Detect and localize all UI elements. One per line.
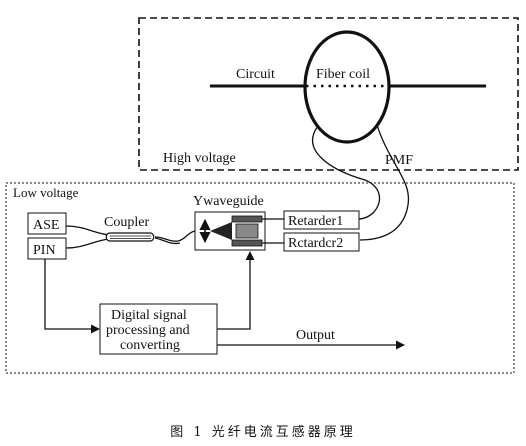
- ywaveguide-modulator-core: [235, 223, 259, 239]
- coupler-out-fiber-2: [154, 237, 181, 245]
- fiber-coil-label: Fiber coil: [316, 67, 370, 82]
- coupler-body: [105, 232, 155, 242]
- pmf-fiber-outer: [359, 124, 410, 241]
- pin-to-dsp-arrow: [44, 259, 100, 334]
- figure-caption: 图 1 光纤电流互感器原理: [170, 424, 356, 440]
- high-voltage-region: [138, 17, 519, 171]
- ywaveguide-branch: [210, 222, 232, 240]
- pmf-label: PMF: [385, 153, 413, 168]
- pin-to-coupler-fiber: [65, 238, 111, 249]
- dsp-label-line3: converting: [120, 338, 180, 353]
- pmf-fiber-inner: [312, 125, 381, 220]
- retarder1-box: [283, 210, 360, 230]
- low-voltage-label: Low voltage: [13, 185, 79, 200]
- output-label: Output: [296, 328, 335, 343]
- ywaveguide-modulator-bottom: [231, 239, 263, 247]
- retarder2-box: [283, 232, 360, 252]
- retarder2-label: Rctardcr2: [288, 236, 343, 251]
- dsp-label-line2: processing and: [106, 323, 190, 338]
- coupler-label: Coupler: [104, 215, 149, 230]
- ase-label: ASE: [33, 218, 59, 233]
- coupler-out-fiber: [154, 230, 196, 242]
- high-voltage-label: High voltage: [163, 151, 236, 166]
- ywaveguide-label: Ywaveguide: [193, 194, 264, 209]
- circuit-label: Circuit: [236, 67, 275, 82]
- ase-box: [27, 212, 67, 235]
- low-voltage-region: [5, 182, 515, 374]
- dsp-label-line1: Digital signal: [111, 308, 187, 323]
- retarder1-label: Retarder1: [288, 214, 343, 229]
- dsp-to-waveguide-arrow: [217, 251, 255, 330]
- dsp-box: [99, 303, 218, 355]
- ywaveguide-modulator-top: [231, 215, 263, 223]
- pin-label: PIN: [33, 243, 56, 258]
- fiber-coil: [303, 30, 391, 144]
